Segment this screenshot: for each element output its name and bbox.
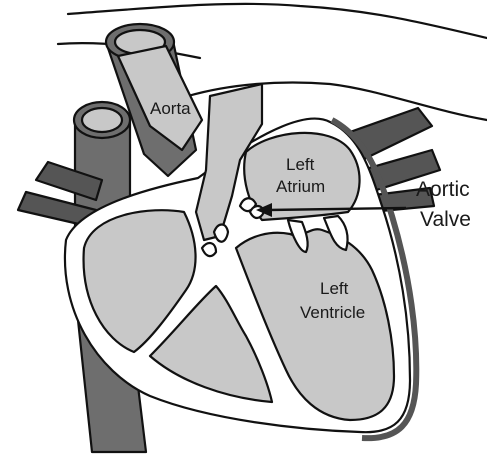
label-left-atrium-line2: Atrium: [276, 177, 325, 196]
label-aorta: Aorta: [150, 99, 191, 118]
tricuspid-leaflet-a: [214, 225, 228, 242]
label-left-atrium-line1: Left: [286, 155, 315, 174]
label-aortic-valve-line2: Valve: [420, 208, 471, 231]
label-left-ventricle-line2: Ventricle: [300, 303, 365, 322]
label-aortic-valve-line1: Aortic: [416, 178, 470, 201]
label-left-ventricle-line1: Left: [320, 279, 349, 298]
vena-cava-lumen: [82, 108, 122, 132]
